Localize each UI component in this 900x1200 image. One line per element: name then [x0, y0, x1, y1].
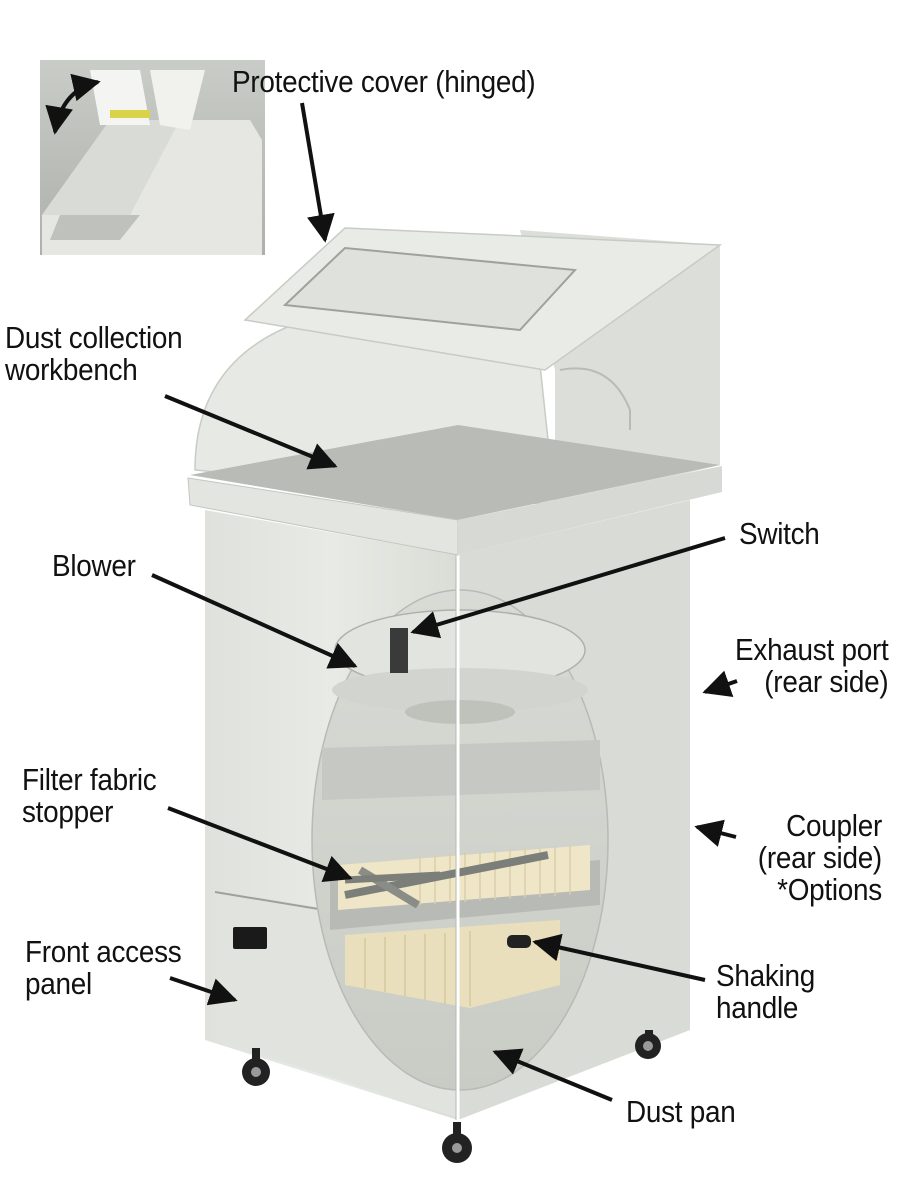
cabinet — [205, 500, 690, 1163]
label-line: (rear side) — [757, 840, 882, 875]
label-coupler: Coupler (rear side) *Options — [758, 810, 882, 906]
label-line: Dust collection — [5, 320, 183, 355]
label-blower: Blower — [52, 550, 136, 582]
arrow-front-panel — [169, 976, 238, 1006]
callout-arrows — [151, 102, 738, 1102]
arrow-exhaust-port — [702, 670, 738, 698]
label-dust-pan: Dust pan — [626, 1096, 736, 1128]
label-exhaust-port: Exhaust port (rear side) — [734, 632, 889, 699]
label-front-access-panel: Front access panel — [25, 934, 182, 1001]
label-dust-collection-workbench: Dust collection workbench — [5, 320, 183, 387]
label-line: (rear side) — [763, 664, 888, 699]
label-line: handle — [716, 990, 799, 1025]
label-line: Switch — [739, 516, 820, 551]
inset-photo — [40, 60, 265, 255]
arrow-workbench — [164, 394, 338, 470]
arrow-switch — [410, 536, 726, 639]
arrow-blower — [151, 573, 358, 669]
label-line: Front access — [25, 934, 182, 969]
arrow-shaking-handle — [532, 933, 706, 982]
label-line: stopper — [22, 794, 114, 829]
arrow-filter-stopper — [167, 806, 353, 883]
label-line: Filter fabric — [22, 762, 157, 797]
label-shaking-handle: Shaking handle — [716, 960, 815, 1024]
arrow-dust-pan — [492, 1048, 613, 1102]
label-line: *Options — [777, 872, 882, 907]
label-filter-fabric-stopper: Filter fabric stopper — [22, 762, 157, 829]
label-line: Blower — [52, 548, 136, 583]
label-line: Protective cover (hinged) — [232, 64, 536, 99]
label-line: Exhaust port — [734, 632, 889, 667]
label-line: Shaking — [716, 958, 815, 993]
arrow-coupler — [694, 819, 737, 847]
workbench-hood — [187, 227, 723, 556]
label-line: Dust pan — [626, 1094, 736, 1129]
label-switch: Switch — [739, 518, 820, 550]
arrow-protective-cover — [300, 102, 335, 243]
label-line: Coupler — [786, 808, 882, 843]
label-protective-cover: Protective cover (hinged) — [232, 64, 536, 99]
label-line: workbench — [5, 352, 138, 387]
label-line: panel — [25, 966, 92, 1001]
